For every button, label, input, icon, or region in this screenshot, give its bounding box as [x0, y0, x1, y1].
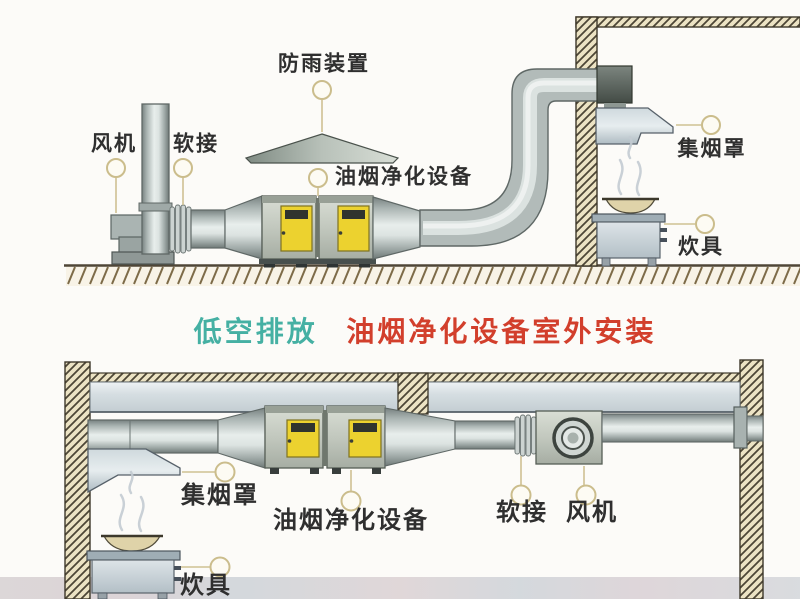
- bottom-diagram-graphics: [0, 359, 800, 599]
- rain-cover-roof: [244, 133, 400, 164]
- steam: [617, 135, 642, 197]
- label-bottom-hood: 集烟罩: [181, 482, 259, 509]
- marker-hood: [214, 461, 236, 483]
- label-top-hood: 集烟罩: [677, 137, 747, 161]
- wall-duct-stub: [746, 415, 764, 442]
- marker-soft-joint: [173, 158, 193, 178]
- purifier-window: [285, 210, 308, 219]
- marker-rain-cover: [312, 80, 332, 100]
- bottom-markers: [209, 461, 597, 578]
- top-cone-in: [224, 195, 263, 260]
- wok: [604, 198, 657, 214]
- label-bottom-soft-joint: 软接: [496, 499, 548, 526]
- top-elbow-duct: [419, 68, 602, 247]
- bottom-purifier-unit-2: [326, 405, 386, 474]
- bottom-cone-in: [217, 407, 266, 469]
- top-purifier-base-rail: [259, 259, 376, 268]
- top-ceiling: [575, 16, 800, 28]
- bottom-right-wall: [739, 359, 764, 599]
- marker-stove: [695, 214, 715, 234]
- bottom-edge-strip: [0, 577, 800, 599]
- top-wall: [575, 16, 598, 267]
- ceiling-beam-column: [397, 372, 429, 415]
- chimney-flange: [138, 202, 173, 212]
- label-rain-cover: 防雨装置: [278, 52, 370, 76]
- top-chimney: [141, 103, 170, 255]
- top-leader-lines: [115, 100, 701, 225]
- top-purifier-unit-1: [261, 195, 317, 260]
- purifier-window: [291, 423, 315, 432]
- bottom-cone-out: [384, 407, 456, 467]
- steam: [118, 470, 145, 533]
- label-bottom-fan: 风机: [566, 499, 618, 526]
- bottom-hood: [87, 448, 181, 494]
- hood-duct-connector: [596, 65, 633, 104]
- hood-neck: [604, 103, 626, 108]
- purifier-window: [353, 423, 377, 432]
- marker-fan: [575, 484, 597, 506]
- top-diagram-graphics: [64, 16, 800, 286]
- top-markers: [106, 80, 721, 234]
- label-top-stove: 炊具: [678, 235, 724, 259]
- marker-stove: [209, 556, 231, 578]
- label-top-purifier: 油烟净化设备: [335, 165, 473, 189]
- label-top-fan: 风机: [91, 132, 137, 156]
- top-fan-unit: [110, 103, 175, 265]
- marker-purifier: [340, 490, 362, 512]
- ground-hatch: [66, 266, 800, 286]
- top-soft-joint: [169, 204, 192, 254]
- top-duct-left: [190, 209, 226, 249]
- top-stove: [591, 135, 667, 267]
- label-top-soft-joint: 软接: [173, 132, 219, 156]
- bottom-fan-unit: [535, 410, 603, 465]
- marker-purifier: [308, 168, 328, 188]
- top-hood: [595, 107, 674, 145]
- wall-flange: [733, 406, 748, 449]
- bottom-duct-mid: [454, 420, 516, 450]
- bottom-left-wall: [64, 361, 91, 599]
- purifier-window: [342, 210, 365, 219]
- wok: [102, 535, 162, 552]
- bottom-soft-joint: [514, 414, 537, 457]
- caption: 低空排放 油烟净化设备室外安装: [194, 318, 657, 346]
- label-bottom-stove: 炊具: [180, 572, 232, 599]
- bottom-stove: [86, 470, 181, 599]
- bottom-leader-lines: [181, 456, 585, 568]
- caption-part2: 油烟净化设备室外安装: [346, 316, 657, 347]
- top-cone-out: [372, 196, 421, 260]
- top-purifier-unit-2: [318, 195, 374, 260]
- marker-fan: [106, 158, 126, 178]
- bottom-duct-right: [601, 413, 741, 443]
- bottom-purifier-unit-1: [264, 405, 324, 474]
- caption-part1: 低空排放: [193, 316, 318, 347]
- marker-soft-joint: [510, 484, 532, 506]
- bottom-duct-left: [87, 419, 219, 454]
- marker-hood: [701, 115, 721, 135]
- label-bottom-purifier: 油烟净化设备: [273, 507, 429, 534]
